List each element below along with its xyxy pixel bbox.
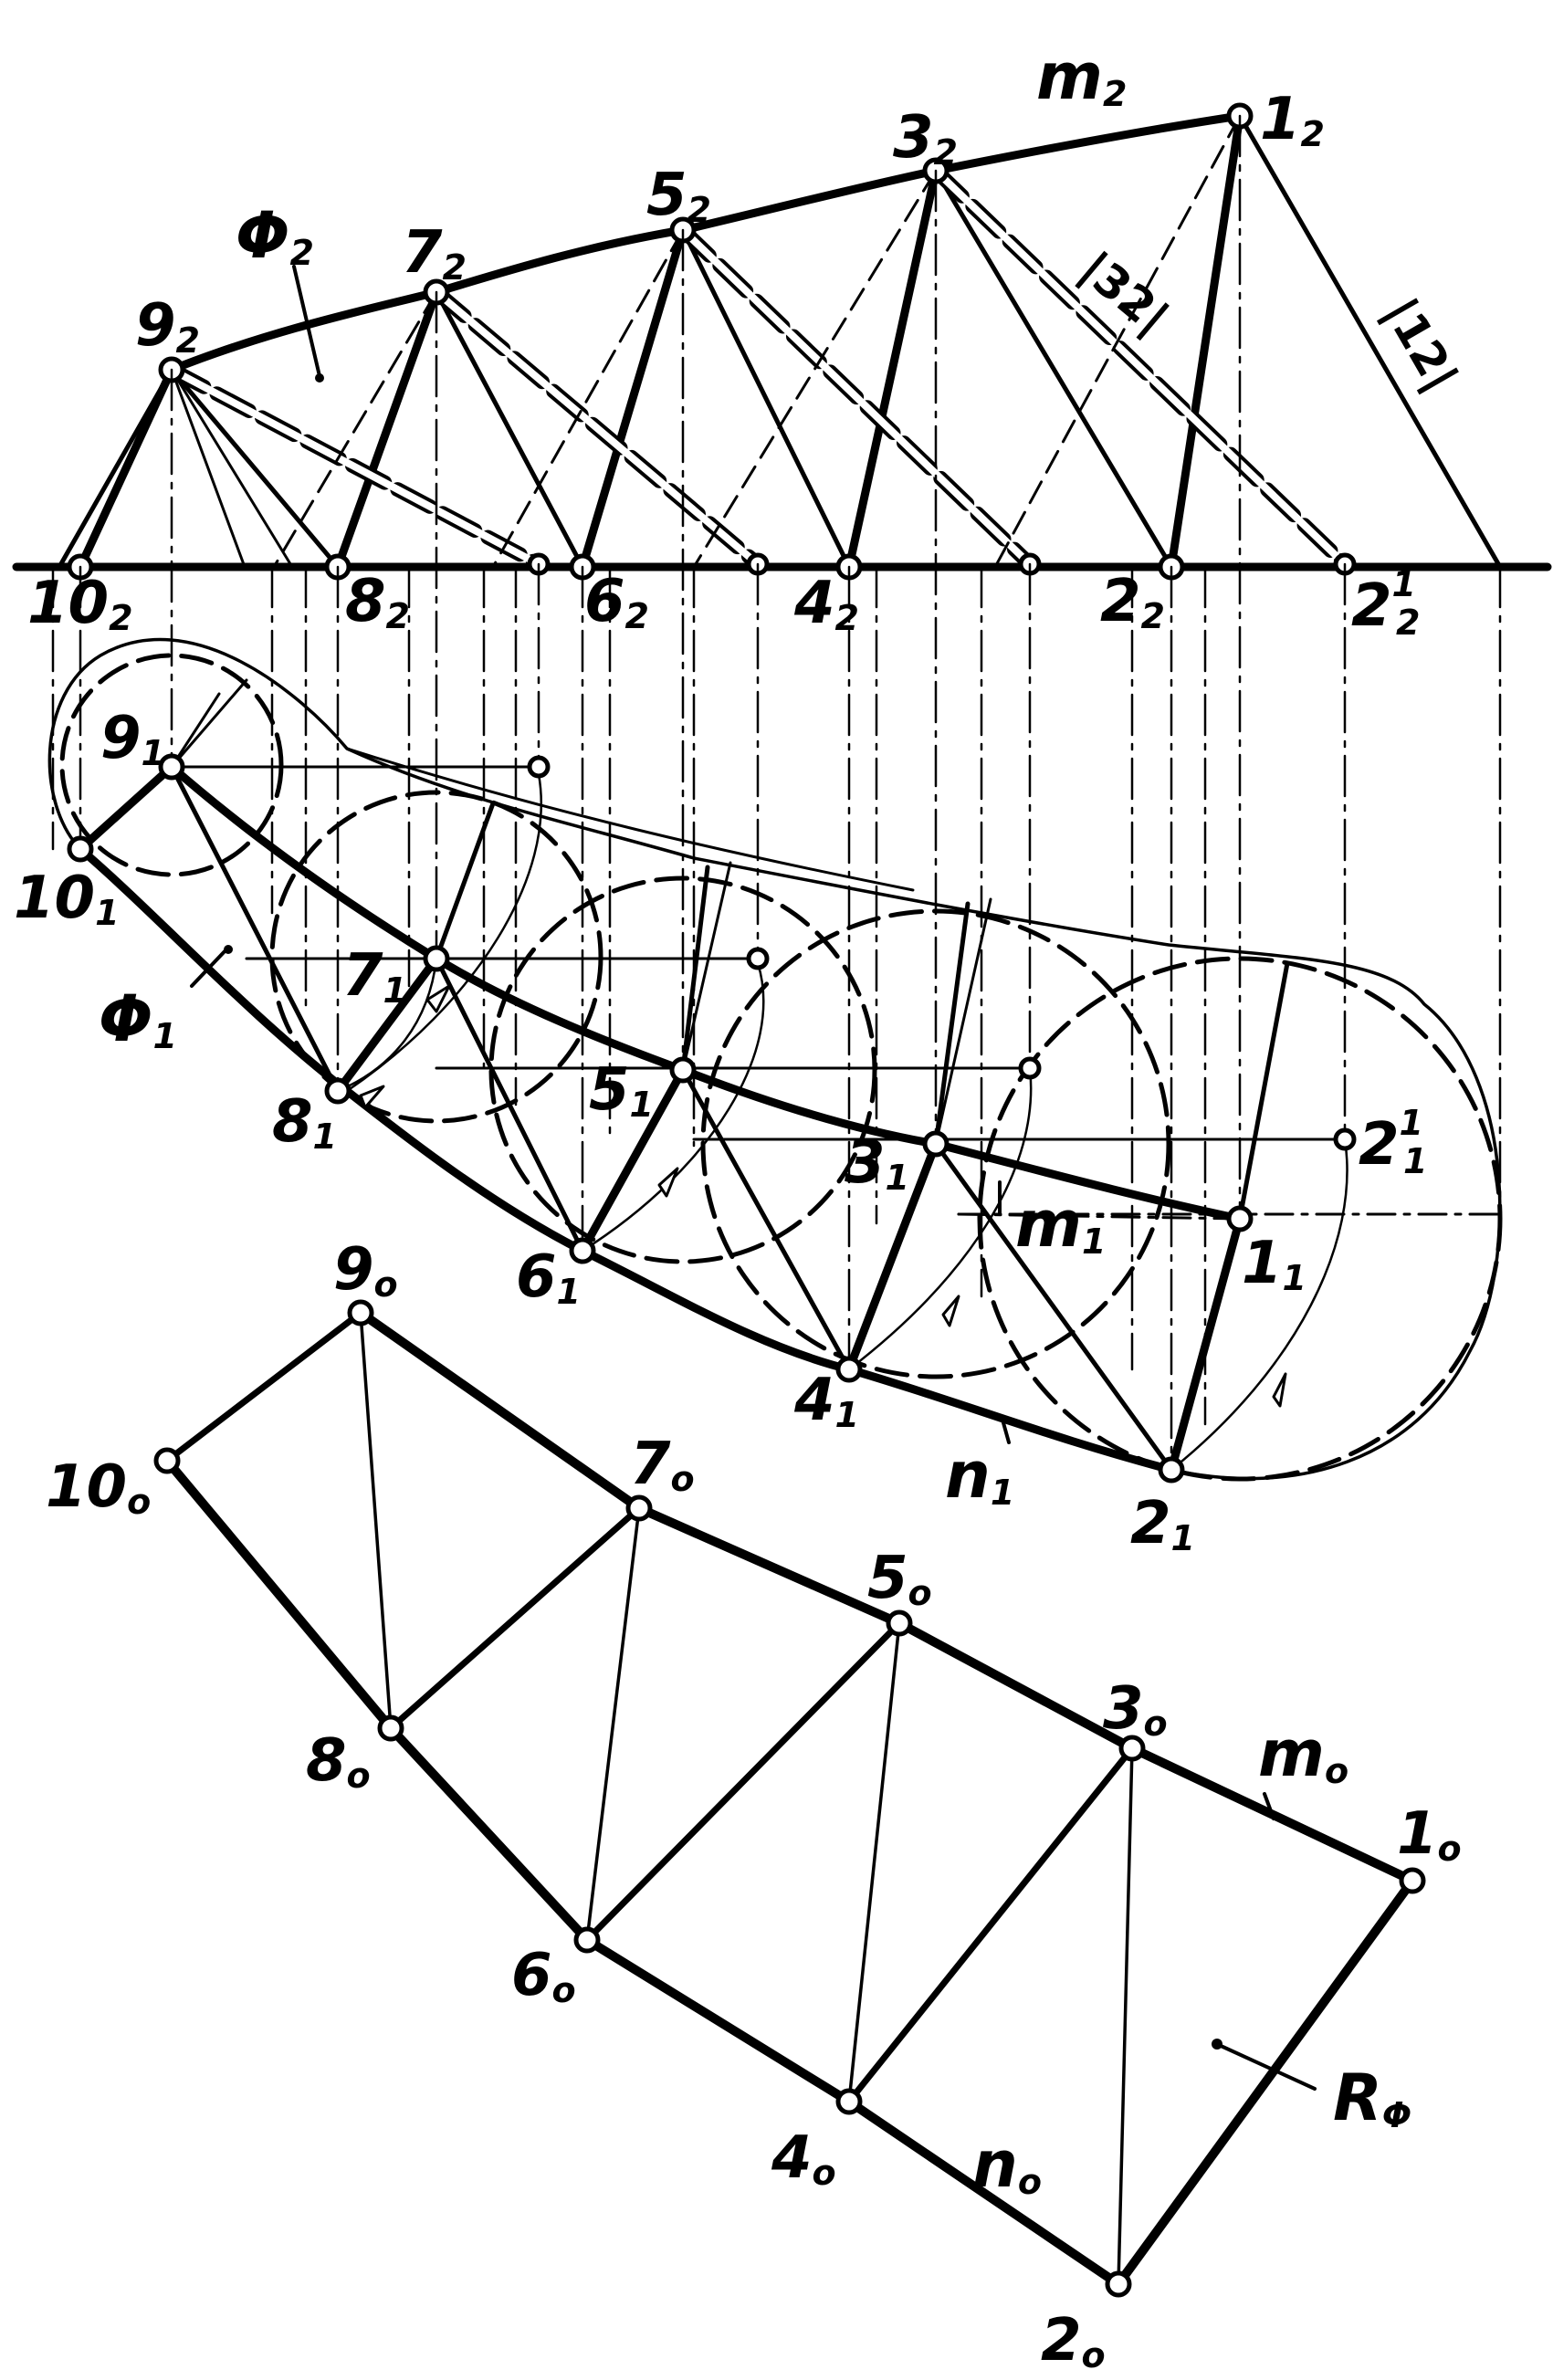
label-1-2: 12 bbox=[1260, 86, 1325, 154]
label-8-o: 8o bbox=[306, 1727, 371, 1796]
label-curve-n1: n1 bbox=[945, 1438, 1014, 1513]
points-plan bbox=[67, 753, 1357, 1484]
label-7-o: 7o bbox=[630, 1431, 695, 1499]
label-8-2: 82 bbox=[345, 568, 410, 636]
thick-generators-frontal bbox=[76, 111, 1244, 571]
label-6-2: 62 bbox=[584, 568, 649, 636]
label-9-2: 92 bbox=[135, 292, 200, 361]
label-5-o: 5o bbox=[867, 1545, 932, 1613]
medium-generators-frontal bbox=[57, 113, 1503, 570]
surface-outline-plan bbox=[47, 637, 1502, 1481]
label-length-12: |12| bbox=[1374, 289, 1468, 400]
label-curve-mo: mo bbox=[1258, 1716, 1348, 1791]
label-2-o: 2o bbox=[1041, 2307, 1106, 2375]
development-generators bbox=[387, 1505, 1136, 2105]
label-4-1: 41 bbox=[793, 1367, 859, 1435]
true-length-lines bbox=[164, 163, 1352, 571]
label-curve-m2: m2 bbox=[1036, 39, 1127, 114]
dashed-diagonals-frontal bbox=[272, 114, 1242, 569]
label-8-1: 81 bbox=[272, 1088, 337, 1157]
label-9-1: 91 bbox=[100, 705, 165, 773]
label-4-2: 42 bbox=[793, 570, 859, 638]
label-9-o: 9o bbox=[333, 1236, 398, 1305]
frontal-projection bbox=[12, 102, 1552, 581]
label-10-o: 10o bbox=[46, 1453, 151, 1522]
label-10-2: 102 bbox=[27, 570, 133, 638]
label-3-o: 3o bbox=[1103, 1675, 1168, 1744]
label-3-2: 32 bbox=[893, 104, 958, 173]
arrow-heads bbox=[359, 984, 1287, 1408]
label-phi2: Φ2 bbox=[236, 198, 314, 273]
label-2-1: 21 bbox=[1130, 1490, 1195, 1558]
label-4-o: 4o bbox=[771, 2124, 836, 2193]
label-1-1: 11 bbox=[1242, 1230, 1306, 1298]
label-7-2: 72 bbox=[402, 219, 467, 288]
label-r-phi: RΦ bbox=[1333, 2060, 1411, 2135]
label-3-1: 31 bbox=[845, 1129, 909, 1198]
points-development bbox=[153, 1299, 1426, 2298]
label-curve-no: no bbox=[972, 2127, 1042, 2202]
label-2-2: 22 bbox=[1100, 568, 1165, 636]
label-curve-m1: m1 bbox=[1015, 1187, 1106, 1262]
label-10-1: 101 bbox=[14, 865, 120, 933]
construction-horizontals bbox=[170, 765, 1502, 1216]
rotation-arcs bbox=[336, 772, 1348, 1472]
label-1-o: 1o bbox=[1397, 1800, 1462, 1869]
label-6-1: 61 bbox=[516, 1243, 581, 1312]
label-6-o: 6o bbox=[511, 1942, 576, 2010]
thick-generators-plan bbox=[333, 954, 1244, 1474]
medium-generators-plan bbox=[169, 764, 1290, 1473]
label-7-1: 71 bbox=[342, 942, 407, 1011]
development bbox=[153, 1299, 1426, 2298]
label-phi1: Φ1 bbox=[99, 981, 177, 1056]
label-5-2: 52 bbox=[646, 162, 711, 230]
plan-projection bbox=[47, 637, 1503, 1484]
label-5-1: 51 bbox=[589, 1056, 654, 1125]
phi2-leader bbox=[292, 265, 321, 378]
